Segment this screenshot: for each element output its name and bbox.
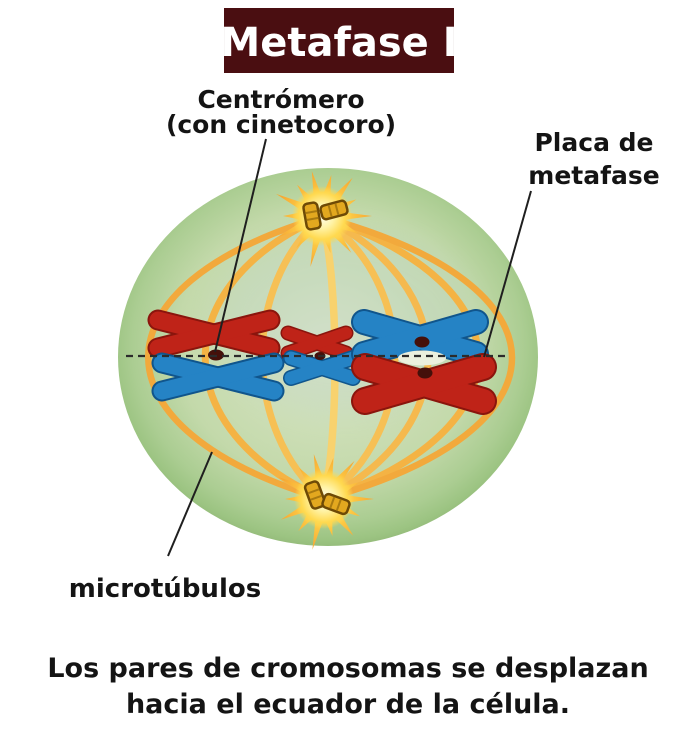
centriole-icon	[302, 201, 322, 231]
centriole-icon	[303, 480, 327, 510]
page-title: Metafase I	[220, 20, 457, 66]
centrosome-top	[276, 171, 372, 267]
pointer-line-centromere	[214, 138, 267, 353]
chiasma-gap	[398, 350, 446, 366]
pointer-line-metaphase-plate	[483, 190, 532, 358]
caption-line1: Los pares de cromosomas se desplazan	[47, 653, 648, 684]
label-centromere-line1: Centrómero	[197, 85, 364, 114]
centriole-icon	[321, 492, 351, 516]
chromosome-red-middle	[280, 325, 354, 361]
centromere-dot	[417, 367, 433, 379]
pointer-line-microtubules	[167, 451, 213, 557]
centromere-dot	[414, 336, 430, 348]
pointer-lines	[167, 138, 532, 557]
homologous-chromosome-pairs	[147, 309, 497, 415]
label-metaphase-plate-line2: metafase	[528, 161, 659, 190]
label-metaphase-plate-line1: Placa de	[534, 128, 653, 157]
caption-line2: hacia el ecuador de la célula.	[126, 689, 570, 720]
label-centromere-line2: (con cinetocoro)	[166, 110, 396, 139]
chromosome-red-right	[351, 353, 497, 415]
title-banner: Metafase I	[220, 8, 458, 73]
chromosome-blue-left	[151, 352, 285, 402]
chromosome-blue-middle	[283, 350, 361, 386]
spindle-fiber	[318, 213, 516, 503]
title-banner-rect	[224, 8, 454, 73]
chromosome-red-left	[147, 309, 281, 359]
spindle-fiber	[201, 213, 328, 503]
centriole-icon	[319, 199, 349, 221]
spindle-fiber	[145, 213, 328, 503]
label-microtubules: microtúbulos	[69, 574, 261, 604]
centrosome-bottom	[278, 454, 374, 550]
